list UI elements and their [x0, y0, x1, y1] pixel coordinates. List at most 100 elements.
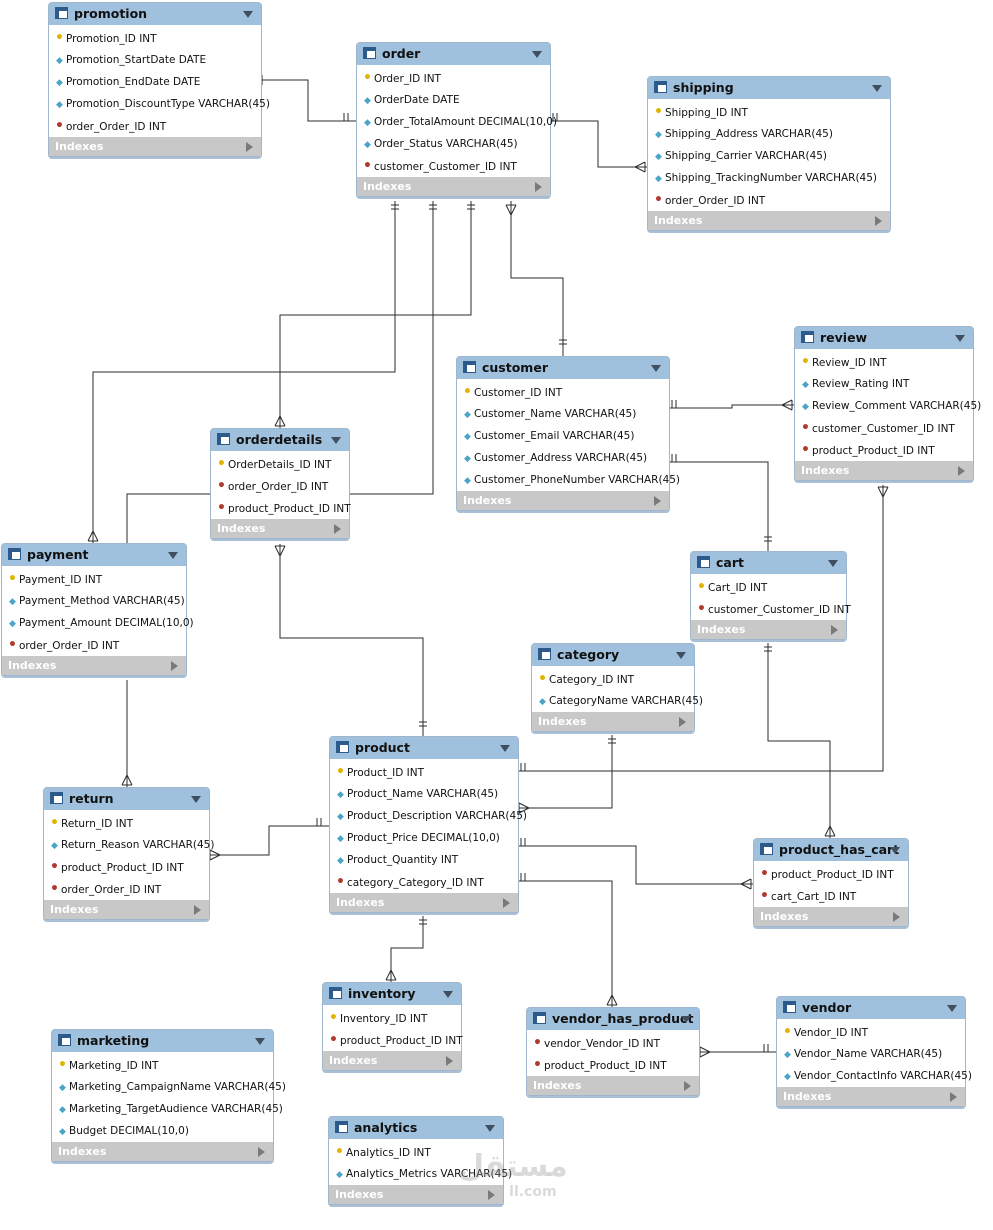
table-header[interactable]: marketing [52, 1030, 273, 1052]
column-row[interactable]: •order_Order_ID INT [648, 189, 890, 211]
rel-cart-producthascart[interactable] [767, 643, 831, 838]
table-marketing[interactable]: marketing•Marketing_ID INT◆Marketing_Cam… [51, 1029, 286, 1162]
column-row[interactable]: ◆Customer_PhoneNumber VARCHAR(45) [457, 469, 680, 491]
indexes-section[interactable]: Indexes [44, 900, 209, 919]
rel-customer-cart[interactable] [668, 461, 769, 551]
table-vendor-has-product[interactable]: vendor_has_product•vendor_Vendor_ID INT•… [526, 1007, 700, 1096]
rel-product-return[interactable] [208, 825, 329, 856]
indexes-section[interactable]: Indexes [527, 1076, 699, 1095]
indexes-section[interactable]: Indexes [2, 656, 186, 675]
column-row[interactable]: •cart_Cart_ID INT [754, 885, 908, 907]
expand-arrow-icon[interactable] [194, 905, 201, 915]
rel-order-customer[interactable] [510, 201, 564, 356]
table-header[interactable]: category [532, 644, 694, 666]
chevron-down-icon[interactable] [443, 991, 453, 998]
column-row[interactable]: •Product_ID INT [330, 761, 518, 783]
column-row[interactable]: •Return_ID INT [44, 812, 209, 834]
chevron-down-icon[interactable] [500, 745, 510, 752]
expand-arrow-icon[interactable] [875, 216, 882, 226]
expand-arrow-icon[interactable] [171, 661, 178, 671]
chevron-down-icon[interactable] [947, 1005, 957, 1012]
column-row[interactable]: ◆CategoryName VARCHAR(45) [532, 690, 703, 712]
chevron-down-icon[interactable] [168, 552, 178, 559]
table-header[interactable]: vendor [777, 997, 965, 1019]
rel-product-inventory[interactable] [390, 916, 424, 982]
column-row[interactable]: •Payment_ID INT [2, 568, 186, 590]
column-row[interactable]: •customer_Customer_ID INT [357, 155, 550, 177]
expand-arrow-icon[interactable] [654, 496, 661, 506]
expand-arrow-icon[interactable] [679, 717, 686, 727]
table-cart[interactable]: cart•Cart_ID INT•customer_Customer_ID IN… [690, 551, 851, 640]
table-header[interactable]: product [330, 737, 518, 759]
column-row[interactable]: ◆Promotion_StartDate DATE [49, 49, 261, 71]
column-row[interactable]: ◆Promotion_EndDate DATE [49, 71, 261, 93]
column-row[interactable]: •Customer_ID INT [457, 381, 669, 403]
indexes-section[interactable]: Indexes [532, 712, 694, 731]
indexes-section[interactable]: Indexes [777, 1087, 965, 1106]
column-row[interactable]: •order_Order_ID INT [49, 115, 261, 137]
column-row[interactable]: •Analytics_ID INT [329, 1141, 503, 1163]
column-row[interactable]: ◆Budget DECIMAL(10,0) [52, 1120, 273, 1142]
column-row[interactable]: ◆Product_Price DECIMAL(10,0) [330, 827, 518, 849]
column-row[interactable]: •Marketing_ID INT [52, 1054, 273, 1076]
column-row[interactable]: ◆Shipping_Carrier VARCHAR(45) [648, 145, 890, 167]
column-row[interactable]: •Inventory_ID INT [323, 1007, 461, 1029]
expand-arrow-icon[interactable] [893, 912, 900, 922]
table-payment[interactable]: payment•Payment_ID INT◆Payment_Method VA… [1, 543, 194, 676]
column-row[interactable]: ◆Review_Comment VARCHAR(45) [795, 395, 981, 417]
indexes-section[interactable]: Indexes [754, 907, 908, 926]
rel-order-shipping[interactable] [549, 120, 647, 168]
rel-category-product[interactable] [517, 735, 613, 809]
column-row[interactable]: •vendor_Vendor_ID INT [527, 1032, 699, 1054]
indexes-section[interactable]: Indexes [329, 1185, 503, 1204]
column-row[interactable]: •product_Product_ID INT [527, 1054, 699, 1076]
table-header[interactable]: order [357, 43, 550, 65]
indexes-section[interactable]: Indexes [691, 620, 846, 639]
column-row[interactable]: •category_Category_ID INT [330, 871, 518, 893]
column-row[interactable]: •order_Order_ID INT [2, 634, 186, 656]
rel-product-producthascart[interactable] [517, 845, 753, 885]
column-row[interactable]: •Shipping_ID INT [648, 101, 890, 123]
indexes-section[interactable]: Indexes [49, 137, 261, 156]
indexes-section[interactable]: Indexes [323, 1051, 461, 1070]
indexes-section[interactable]: Indexes [457, 491, 669, 510]
expand-arrow-icon[interactable] [535, 182, 542, 192]
column-row[interactable]: ◆Marketing_TargetAudience VARCHAR(45) [52, 1098, 283, 1120]
column-row[interactable]: •customer_Customer_ID INT [691, 598, 851, 620]
chevron-down-icon[interactable] [191, 796, 201, 803]
column-row[interactable]: •product_Product_ID INT [211, 497, 351, 519]
chevron-down-icon[interactable] [676, 652, 686, 659]
chevron-down-icon[interactable] [872, 85, 882, 92]
table-header[interactable]: customer [457, 357, 669, 379]
indexes-section[interactable]: Indexes [795, 461, 973, 480]
column-row[interactable]: ◆Customer_Email VARCHAR(45) [457, 425, 669, 447]
column-row[interactable]: ◆Product_Description VARCHAR(45) [330, 805, 527, 827]
column-row[interactable]: •Order_ID INT [357, 67, 550, 89]
table-customer[interactable]: customer•Customer_ID INT◆Customer_Name V… [456, 356, 680, 511]
indexes-section[interactable]: Indexes [52, 1142, 273, 1161]
column-row[interactable]: ◆Customer_Address VARCHAR(45) [457, 447, 669, 469]
column-row[interactable]: ◆Vendor_ContactInfo VARCHAR(45) [777, 1065, 972, 1087]
column-row[interactable]: ◆Review_Rating INT [795, 373, 973, 395]
column-row[interactable]: •OrderDetails_ID INT [211, 453, 349, 475]
expand-arrow-icon[interactable] [334, 524, 341, 534]
table-orderdetails[interactable]: orderdetails•OrderDetails_ID INT•order_O… [210, 428, 351, 539]
rel-product-orderdetails[interactable] [279, 544, 424, 736]
chevron-down-icon[interactable] [255, 1038, 265, 1045]
table-header[interactable]: cart [691, 552, 846, 574]
column-row[interactable]: ◆Payment_Amount DECIMAL(10,0) [2, 612, 194, 634]
expand-arrow-icon[interactable] [503, 898, 510, 908]
table-header[interactable]: analytics [329, 1117, 503, 1139]
table-header[interactable]: product_has_cart [754, 839, 908, 861]
rel-product-review[interactable] [517, 485, 884, 772]
table-header[interactable]: shipping [648, 77, 890, 99]
table-header[interactable]: promotion [49, 3, 261, 25]
column-row[interactable]: ◆Marketing_CampaignName VARCHAR(45) [52, 1076, 286, 1098]
chevron-down-icon[interactable] [681, 1016, 691, 1023]
table-inventory[interactable]: inventory•Inventory_ID INT•product_Produ… [322, 982, 463, 1071]
column-row[interactable]: •product_Product_ID INT [754, 863, 908, 885]
column-row[interactable]: ◆Order_TotalAmount DECIMAL(10,0) [357, 111, 557, 133]
table-header[interactable]: vendor_has_product [527, 1008, 699, 1030]
chevron-down-icon[interactable] [890, 847, 900, 854]
column-row[interactable]: •Review_ID INT [795, 351, 973, 373]
